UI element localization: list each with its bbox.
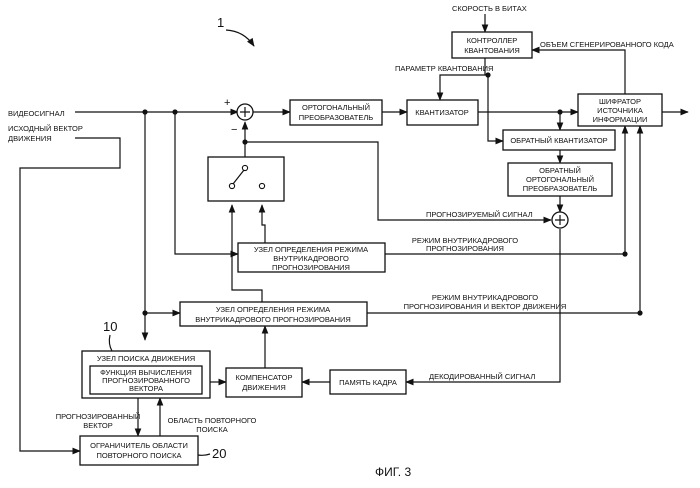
source-vector-line	[20, 138, 120, 451]
junction-dot	[637, 310, 642, 315]
quantizer-label: КВАНТИЗАТОР	[415, 108, 469, 117]
mode-unit-2-label-2: ВНУТРИКАДРОВОГО ПРОГНОЗИРОВАНИЯ	[195, 315, 351, 324]
controller-label-2: КВАНТОВАНИЯ	[464, 46, 520, 55]
junction-dot	[142, 109, 147, 114]
mode-unit-2-label-1: УЗЕЛ ОПРЕДЕЛЕНИЯ РЕЖИМА	[216, 305, 330, 314]
adder-reconstruct	[552, 212, 568, 228]
ref-1-leader	[226, 30, 254, 46]
limiter-label-2: ПОВТОРНОГО ПОИСКА	[96, 451, 181, 460]
source-vector-label-1: ИСХОДНЫЙ ВЕКТОР	[8, 124, 83, 133]
qp-to-iq-line	[488, 75, 503, 141]
source-vector-label-2: ДВИЖЕНИЯ	[8, 134, 52, 143]
ref-20-leader	[198, 454, 210, 455]
figure-caption: ФИГ. 3	[375, 465, 411, 479]
inverse-orthogonal-label-1: ОБРАТНЫЙ	[539, 166, 581, 175]
adder-subtract	[237, 104, 253, 120]
research-area-label-2: ПОИСКА	[196, 425, 227, 434]
decoded-signal-label: ДЕКОДИРОВАННЫЙ СИГНАЛ	[429, 372, 535, 381]
predicted-signal-label: ПРОГНОЗИРУЕМЫЙ СИГНАЛ	[426, 210, 533, 219]
motion-search-label: УЗЕЛ ПОИСКА ДВИЖЕНИЯ	[97, 354, 195, 363]
orthogonal-label-1: ОРТОГОНАЛЬНЫЙ	[302, 103, 370, 112]
junction-dot	[172, 109, 177, 114]
generated-code-line	[532, 50, 625, 94]
prediction-switch	[208, 157, 284, 201]
compensator-label-2: ДВИЖЕНИЯ	[242, 383, 286, 392]
generated-code-label: ОБЪЕМ СГЕНЕРИРОВАННОГО КОДА	[540, 40, 674, 49]
inverse-orthogonal-label-2: ОРТОГОНАЛЬНЫЙ	[526, 175, 594, 184]
encoder-label-1: ШИФРАТОР	[599, 97, 641, 106]
pred-vector-label-2: ВЕКТОР	[83, 421, 112, 430]
inverse-quantizer-label: ОБРАТНЫЙ КВАНТИЗАТОР	[510, 136, 607, 145]
pred-vector-label-1: ПРОГНОЗИРОВАННЫЙ	[56, 412, 141, 421]
reference-numeral-20: 20	[212, 446, 226, 461]
intra-mode-vector-label-2: ПРОГНОЗИРОВАНИЯ И ВЕКТОР ДВИЖЕНИЯ	[404, 302, 567, 311]
frame-memory-label: ПАМЯТЬ КАДРА	[339, 378, 397, 387]
intra-mode-vector-label-1: РЕЖИМ ВНУТРИКАДРОВОГО	[432, 293, 538, 302]
intra-mode-label-2: ПРОГНОЗИРОВАНИЯ	[426, 244, 504, 253]
encoder-label-3: ИНФОРМАЦИИ	[593, 115, 648, 124]
junction-dot	[242, 139, 247, 144]
compensator-label-1: КОМПЕНСАТОР	[236, 373, 293, 382]
reference-numeral-1: 1	[217, 15, 224, 30]
research-area-label-1: ОБЛАСТЬ ПОВТОРНОГО	[168, 416, 257, 425]
junction-dot	[622, 251, 627, 256]
intra-to-switch-line	[262, 205, 265, 243]
limiter-label-1: ОГРАНИЧИТЕЛЬ ОБЛАСТИ	[90, 441, 188, 450]
junction-dot	[142, 310, 147, 315]
bitrate-label: СКОРОСТЬ В БИТАХ	[452, 4, 527, 13]
pv-function-label-3: ВЕКТОРА	[129, 384, 163, 393]
junction-dot	[557, 109, 562, 114]
ref-10-leader	[109, 335, 112, 351]
reference-numeral-10: 10	[103, 319, 117, 334]
encoder-label-2: ИСТОЧНИКА	[597, 106, 643, 115]
intra-mode-unit-label-3: ПРОГНОЗИРОВАНИЯ	[272, 263, 350, 272]
intra-mode-unit-label-1: УЗЕЛ ОПРЕДЕЛЕНИЯ РЕЖИМА	[254, 245, 368, 254]
intra-mode-unit-label-2: ВНУТРИКАДРОВОГО	[273, 254, 349, 263]
controller-label-1: КОНТРОЛЛЕР	[467, 36, 518, 45]
quant-param-label: ПАРАМЕТР КВАНТОВАНИЯ	[395, 64, 493, 73]
video-signal-label: ВИДЕОСИГНАЛ	[8, 109, 65, 118]
inverse-orthogonal-label-3: ПРЕОБРАЗОВАТЕЛЬ	[523, 184, 598, 193]
junction-dot	[485, 72, 490, 77]
minus-sign: −	[231, 124, 237, 136]
orthogonal-label-2: ПРЕОБРАЗОВАТЕЛЬ	[299, 113, 374, 122]
plus-sign: +	[224, 97, 230, 109]
